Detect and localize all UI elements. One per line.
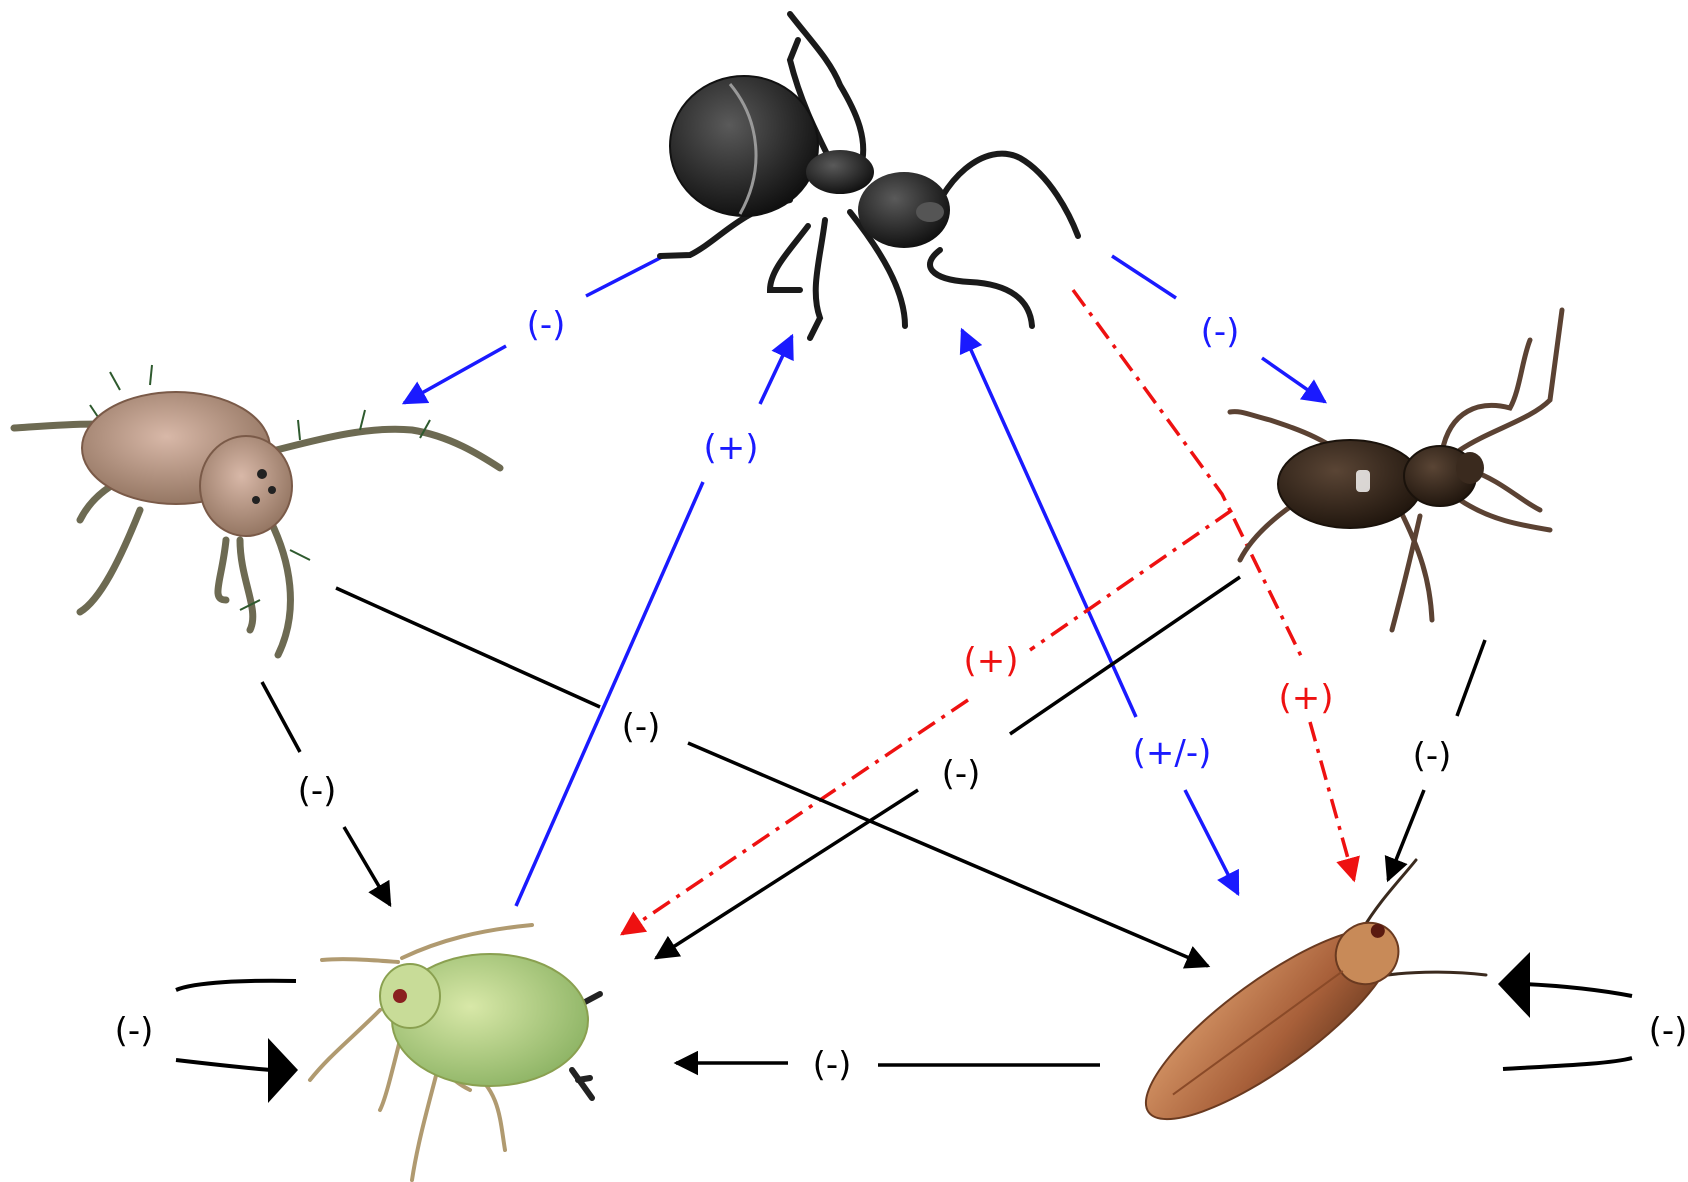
link-label-ant-beetle: (-) (1201, 312, 1240, 352)
link-ant-psyllid-indirect: (+) (1073, 290, 1354, 880)
link-label-aphid-self: (-) (115, 1011, 154, 1051)
link-label-ant-psyllid-indirect: (+) (1278, 678, 1333, 718)
link-label-spider-psyllid: (-) (622, 707, 661, 747)
link-beetle-aphid-indirect: (+) (622, 510, 1232, 934)
link-spider-psyllid: (-) (336, 588, 1208, 966)
link-label-psyllid-aphid: (-) (813, 1045, 852, 1085)
link-beetle-psyllid: (-) (1388, 640, 1485, 880)
psyllid-icon (1123, 860, 1486, 1148)
link-label-psyllid-ant: (+/-) (1133, 733, 1212, 773)
link-aphid-ant: (+) (516, 336, 792, 906)
link-spider-aphid: (-) (262, 682, 390, 905)
ant-icon (660, 14, 1078, 338)
link-ant-spider: (-) (404, 256, 664, 403)
beetle-icon (1230, 310, 1562, 630)
link-psyllid-aphid: (-) (676, 1045, 1100, 1085)
link-label-ant-spider: (-) (527, 305, 566, 345)
link-psyllid-self: (-) (1498, 952, 1687, 1069)
link-label-aphid-ant: (+) (703, 428, 758, 468)
spider-icon (14, 365, 500, 655)
link-label-spider-aphid: (-) (298, 771, 337, 811)
link-psyllid-ant: (+/-) (962, 330, 1238, 894)
link-label-psyllid-self: (-) (1649, 1011, 1688, 1051)
link-label-beetle-aphid: (-) (942, 754, 981, 794)
link-aphid-self: (-) (115, 981, 298, 1103)
link-ant-beetle: (-) (1112, 256, 1325, 402)
aphid-icon (310, 925, 600, 1180)
link-label-beetle-psyllid: (-) (1413, 736, 1452, 776)
link-label-beetle-aphid-indirect: (+) (963, 641, 1018, 681)
